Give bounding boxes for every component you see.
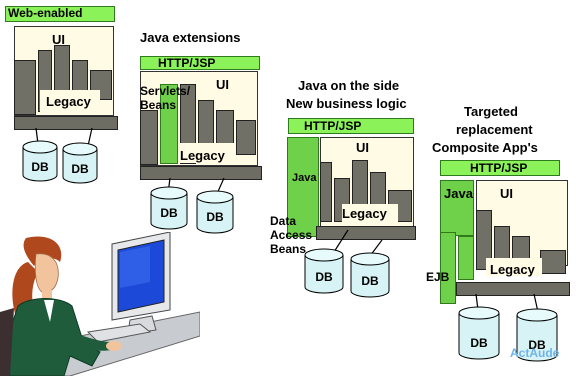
db-label: DB [160, 206, 178, 220]
legacy-block [540, 250, 566, 274]
ui-label: UI [500, 186, 513, 201]
access-label: Access [270, 228, 313, 242]
ejb-column [458, 236, 474, 280]
legacy-panel [342, 204, 398, 222]
database-icon: DB [304, 248, 344, 294]
composite-apps-title: Composite App's [432, 140, 538, 155]
data-access-beans-label: Data Access Beans [270, 214, 312, 256]
legacy-block [476, 210, 492, 270]
java-extensions-title: Java extensions [140, 30, 241, 45]
legacy-panel [486, 258, 542, 276]
legacy-block [236, 120, 256, 155]
clipart-person-at-computer [0, 231, 201, 377]
ejb-column [440, 232, 456, 304]
database-icon: DB [150, 186, 188, 230]
person-at-computer-illustration [0, 231, 201, 377]
db-label: DB [528, 338, 546, 352]
replacement-title: replacement [456, 122, 533, 137]
ui-label: UI [52, 32, 65, 47]
database-icon: DB [62, 142, 98, 184]
db-label: DB [470, 336, 488, 350]
data-label: Data [270, 214, 297, 228]
http-jsp-tier [140, 56, 260, 70]
legacy-label: Legacy [490, 262, 535, 277]
http-jsp-tier [288, 118, 414, 134]
java-column [440, 180, 474, 236]
http-jsp-label: HTTP/JSP [470, 161, 528, 175]
java-label: Java [292, 172, 317, 184]
db-label: DB [31, 160, 49, 174]
database-icon: DB [196, 190, 234, 234]
ui-label: UI [216, 77, 229, 92]
database-icon: DB [458, 306, 500, 360]
web-enabled-banner [5, 6, 115, 22]
legacy-base [456, 282, 570, 296]
legacy-panel [40, 90, 100, 114]
db-label: DB [206, 210, 224, 224]
beans-label: Beans [140, 98, 177, 112]
http-jsp-label: HTTP/JSP [304, 119, 362, 133]
db-label: DB [71, 162, 89, 176]
legacy-block [140, 110, 158, 165]
legacy-base [316, 226, 416, 240]
legacy-panel [178, 143, 234, 163]
database-icon: DB [350, 252, 390, 298]
java-label: Java [444, 186, 473, 201]
http-jsp-tier [440, 160, 560, 176]
db-label: DB [315, 270, 333, 284]
web-enabled-title: Web-enabled [8, 6, 83, 20]
java-on-side-title: Java on the side [298, 78, 400, 93]
legacy-label: Legacy [342, 206, 387, 221]
servlets-label: Servlets/ [140, 84, 191, 98]
legacy-label: Legacy [180, 148, 225, 163]
servlets-column [160, 84, 178, 164]
new-business-logic-title: New business logic [286, 96, 407, 111]
targeted-title: Targeted [464, 104, 518, 119]
ui-label: UI [356, 140, 369, 155]
watermark: ActAude [510, 346, 560, 360]
legacy-base [14, 116, 118, 130]
legacy-block [14, 60, 36, 115]
http-jsp-label: HTTP/JSP [158, 56, 216, 70]
legacy-block [320, 162, 332, 222]
db-label: DB [361, 274, 379, 288]
database-icon: DB [22, 140, 58, 182]
legacy-label: Legacy [46, 94, 91, 109]
legacy-base [140, 166, 262, 180]
database-icon: DB [516, 308, 558, 362]
java-column [287, 137, 319, 237]
servlets-beans-label: Servlets/ Beans [140, 84, 190, 112]
ejb-label: EJB [426, 270, 450, 284]
beans-label: Beans [270, 242, 307, 256]
